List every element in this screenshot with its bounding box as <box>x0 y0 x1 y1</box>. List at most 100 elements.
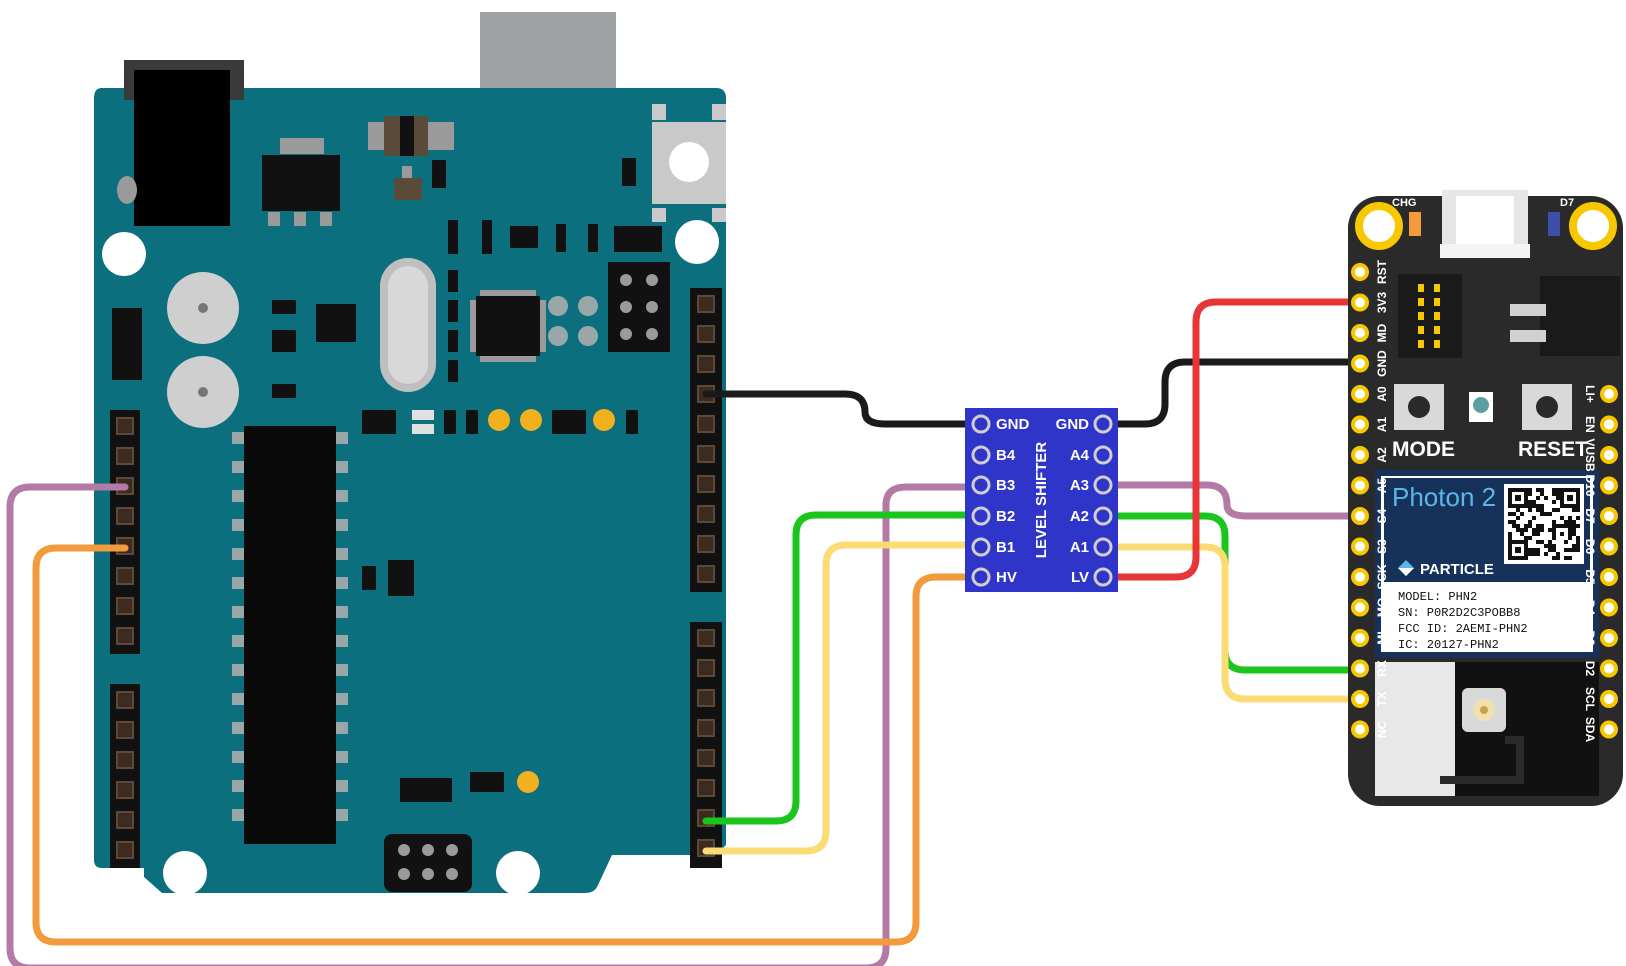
header-pin <box>697 779 715 797</box>
shifter-right-pin-label: A2 <box>1070 508 1089 525</box>
wire-gnd-shifter-to-photon <box>1095 358 1354 428</box>
particle-brand: PARTICLE <box>1420 561 1494 578</box>
shifter-left-pin-label: B2 <box>996 508 1015 525</box>
shifter-left-pin-label: B3 <box>996 477 1015 494</box>
header-pin <box>697 475 715 493</box>
particle-logo-icon <box>1398 560 1414 576</box>
shifter-pin-hole <box>971 475 991 495</box>
photon-left-pin-label: A0 <box>1375 386 1389 402</box>
voltage-regulator <box>262 155 340 211</box>
wire-a3-to-photon-s4 <box>1095 481 1354 520</box>
shifter-pin-hole <box>1093 445 1113 465</box>
photon-pin <box>1600 476 1618 495</box>
photon-pin <box>1351 476 1369 495</box>
shifter-pin-hole <box>1093 567 1113 587</box>
level-shifter-pcb <box>965 408 1118 592</box>
header-pin <box>116 781 134 799</box>
mounting-hole <box>675 220 719 264</box>
photon-info-line: MODEL: PHN2 <box>1398 590 1477 604</box>
photon-left-pin-label: SCK <box>1375 564 1389 590</box>
photon-right-pin-label: EN <box>1583 416 1597 433</box>
header-analog <box>110 684 140 868</box>
shifter-left-pin-label: GND <box>996 416 1030 433</box>
photon-pin <box>1600 720 1618 739</box>
wire-b3-to-arduino <box>6 483 977 966</box>
header-pin <box>697 325 715 343</box>
photon-right-pin-label: D6 <box>1583 539 1597 555</box>
header-pin <box>116 567 134 585</box>
header-pin <box>697 749 715 767</box>
photon-pin <box>1351 720 1369 739</box>
level-shifter-title: LEVEL SHIFTER <box>1033 442 1050 559</box>
photon-pin <box>1351 659 1369 678</box>
photon-left-pin-label: TX <box>1375 691 1389 706</box>
photon-pin <box>1600 568 1618 586</box>
photon-left-pin-label: 3V3 <box>1375 292 1389 314</box>
photon-right-pin-label: SDA <box>1583 717 1597 743</box>
photon-info-line: FCC ID: 2AEMI-PHN2 <box>1398 622 1528 636</box>
photon-left-pin-label: S3 <box>1375 539 1389 554</box>
photon-right-pin-label: D7 <box>1583 508 1597 524</box>
photon-left-pin-label: MI <box>1375 631 1389 644</box>
chg-label: CHG <box>1392 197 1416 209</box>
photon-pin <box>1351 598 1369 617</box>
shifter-right-pin-label: A1 <box>1070 539 1089 556</box>
photon-pin <box>1600 659 1618 678</box>
header-pin <box>116 811 134 829</box>
photon-left-pin-label: S4 <box>1375 508 1389 523</box>
header-pin <box>116 627 134 645</box>
photon-pin <box>1600 537 1618 556</box>
chg-led <box>1409 212 1421 236</box>
photon2-title: Photon 2 <box>1392 482 1496 512</box>
mounting-hole <box>102 232 146 276</box>
photon-right-pin-label: D2 <box>1583 661 1597 677</box>
battery-connector <box>1540 276 1620 356</box>
photon-right-pin-label: D10 <box>1583 474 1597 496</box>
wires <box>6 298 1354 966</box>
header-pin <box>697 295 715 313</box>
atmega-pins <box>232 432 348 821</box>
shifter-pin-hole <box>971 414 991 434</box>
photon-left-pin-label: NC <box>1375 721 1389 739</box>
photon-pin <box>1351 293 1369 312</box>
mounting-hole <box>496 851 540 895</box>
wire-gnd-arduino-to-shifter <box>702 390 977 428</box>
photon-pin <box>1600 507 1618 525</box>
d7-label: D7 <box>1560 197 1574 209</box>
led <box>593 409 615 431</box>
photon-right-pin-label: D3 <box>1583 630 1597 646</box>
photon-left-pin-label: GND <box>1375 350 1389 377</box>
shifter-left-pin-label: B4 <box>996 447 1016 464</box>
shifter-pin-hole <box>1093 414 1113 434</box>
shifter-left-pin-label: B1 <box>996 539 1015 556</box>
header-pin <box>116 597 134 615</box>
photon-right-pin-label: LI+ <box>1583 385 1597 403</box>
photon2-pins: RST3V3MDGNDA0A1A2A5S4S3SCKMOMIRXTXNCLI+E… <box>1351 259 1618 743</box>
photon-left-pin-label: A5 <box>1375 478 1389 494</box>
photon-info-line: SN: P0R2D2C3POBB8 <box>1398 606 1520 620</box>
wire-a1-to-photon-tx <box>1095 543 1354 703</box>
mode-label: MODE <box>1392 438 1455 461</box>
shifter-pin-hole <box>971 567 991 587</box>
photon-pin <box>1600 415 1618 434</box>
header-pin <box>697 415 715 433</box>
atmega328-chip <box>244 426 336 844</box>
arduino-uno-board <box>94 12 726 895</box>
shifter-right-pin-label: A3 <box>1070 477 1089 494</box>
header-pin <box>697 505 715 523</box>
photon-left-pin-label: A1 <box>1375 417 1389 433</box>
photon-pin <box>1600 446 1618 464</box>
header-pin <box>697 629 715 647</box>
photon-right-pin-label: SCL <box>1583 687 1597 711</box>
photon-left-pin-label: RX <box>1375 660 1389 677</box>
header-pin <box>697 565 715 583</box>
photon-left-pin-label: MO <box>1375 598 1389 617</box>
led <box>520 409 542 431</box>
shifter-pin-hole <box>971 537 991 557</box>
header-pin <box>116 507 134 525</box>
header-pin <box>697 689 715 707</box>
mounting-pad <box>1569 202 1617 250</box>
